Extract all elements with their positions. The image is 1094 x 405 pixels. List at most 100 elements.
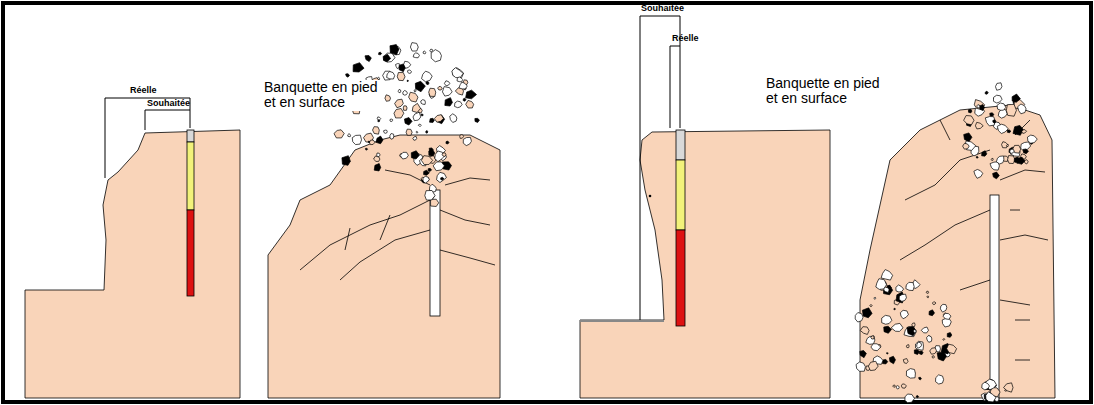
borehole-bottom-charge xyxy=(676,230,685,326)
rock-profile xyxy=(25,130,240,398)
rock-fragment xyxy=(906,369,915,379)
rock-fragment xyxy=(997,124,1008,133)
rock-fragment xyxy=(997,103,1006,110)
rock-fragment xyxy=(1010,149,1015,153)
rock-fragment xyxy=(368,141,370,143)
rock-fragment xyxy=(379,52,382,55)
rock-fragment xyxy=(395,99,404,108)
rock-fragment xyxy=(913,330,916,333)
rock-fragment xyxy=(894,308,896,310)
rock-mass xyxy=(860,105,1055,398)
rock-fragment xyxy=(423,176,429,183)
rock-fragment xyxy=(390,119,393,122)
rock-fragment xyxy=(421,114,423,116)
rock-fragment xyxy=(421,156,432,165)
rock-fragment xyxy=(334,130,344,138)
rock-fragment xyxy=(996,156,1003,164)
rock-profile xyxy=(580,130,830,398)
rock-fragment xyxy=(936,375,944,384)
rock-fragment xyxy=(927,296,929,298)
rock-fragment xyxy=(963,143,970,149)
rock-fragment xyxy=(342,156,350,166)
rock-fragment xyxy=(1013,125,1023,135)
rock-fragment xyxy=(1006,144,1008,146)
rock-fragment xyxy=(383,54,390,62)
rock-fragment xyxy=(434,115,443,123)
rock-fragment xyxy=(353,63,364,72)
rock-fragment xyxy=(377,153,380,157)
rock-fragment xyxy=(463,98,466,101)
rock-fragment xyxy=(426,82,429,85)
rock-fragment xyxy=(410,43,418,51)
rock-fragment xyxy=(899,294,906,301)
rock-fragment xyxy=(977,105,980,108)
rock-fragment xyxy=(860,327,869,335)
rock-fragment xyxy=(921,327,928,333)
rock-fragment xyxy=(870,305,872,307)
rock-fragment xyxy=(855,313,863,323)
rock-fragment xyxy=(1022,130,1027,134)
rock-fragment xyxy=(416,131,418,133)
rock-fragment xyxy=(454,101,462,108)
rock-fragment xyxy=(384,130,388,133)
rock-fragment xyxy=(433,162,444,171)
rock-fragment xyxy=(982,151,987,156)
rock-fragment xyxy=(991,158,993,160)
rock-fragment xyxy=(430,49,433,52)
rock-fragment xyxy=(882,315,892,324)
rock-fragment xyxy=(937,352,946,361)
rock-fragment xyxy=(394,109,404,118)
rock-fragment xyxy=(893,385,895,387)
rock-fragment xyxy=(860,350,867,357)
rock-fragment xyxy=(387,72,395,79)
rock-fragment xyxy=(415,81,425,91)
rock-fragment xyxy=(431,50,441,62)
rock-fragment xyxy=(926,291,929,293)
rock-fragment xyxy=(399,64,405,72)
rock-fragment xyxy=(400,152,408,159)
rock-fragment xyxy=(409,92,418,102)
rock-fragment xyxy=(974,100,984,110)
rock-fragment xyxy=(993,120,996,124)
rock-fragment xyxy=(430,118,435,122)
dimension-lines xyxy=(640,16,680,320)
borehole-upper-charge xyxy=(187,142,194,210)
rock-fragment xyxy=(453,68,464,78)
rock-fragment xyxy=(985,91,988,94)
rock-fragment xyxy=(868,361,878,370)
rock-fragment xyxy=(385,95,391,101)
rock-fragment xyxy=(919,351,923,355)
rock-fragment xyxy=(903,359,908,364)
rock-fragment xyxy=(429,88,436,96)
rock-fragment xyxy=(460,135,464,139)
rock-fragment xyxy=(442,153,446,157)
rock-fragment xyxy=(1004,383,1013,392)
borehole-stemming xyxy=(187,130,194,142)
rock-fragment xyxy=(919,377,922,380)
rock-fragment xyxy=(390,45,399,55)
dimension-label: Souhaitée xyxy=(147,99,190,109)
rock-fragment xyxy=(463,137,471,145)
rock-fragment xyxy=(927,336,932,343)
rock-fragment xyxy=(457,77,463,82)
rock-fragment xyxy=(422,71,433,82)
rock-fragment xyxy=(866,336,875,344)
rock-fragment xyxy=(413,53,419,58)
rock-fragment xyxy=(446,141,449,144)
rock-fragment xyxy=(407,80,408,81)
rock-fragment xyxy=(907,327,916,336)
frame xyxy=(3,3,1091,402)
rock-fragment xyxy=(871,336,874,339)
rock-fragment xyxy=(993,172,1000,179)
rock-fragment xyxy=(452,68,463,78)
rock-fragment xyxy=(980,105,985,111)
rock-fragment xyxy=(856,362,865,371)
rock-fragment xyxy=(985,117,995,126)
rock-fragment xyxy=(1006,104,1016,116)
rock-fragment xyxy=(1027,135,1037,143)
rock-fragment xyxy=(442,87,452,96)
rock-fragment xyxy=(876,279,887,290)
rock-fragment xyxy=(425,190,435,200)
rock-fragment xyxy=(862,308,872,318)
